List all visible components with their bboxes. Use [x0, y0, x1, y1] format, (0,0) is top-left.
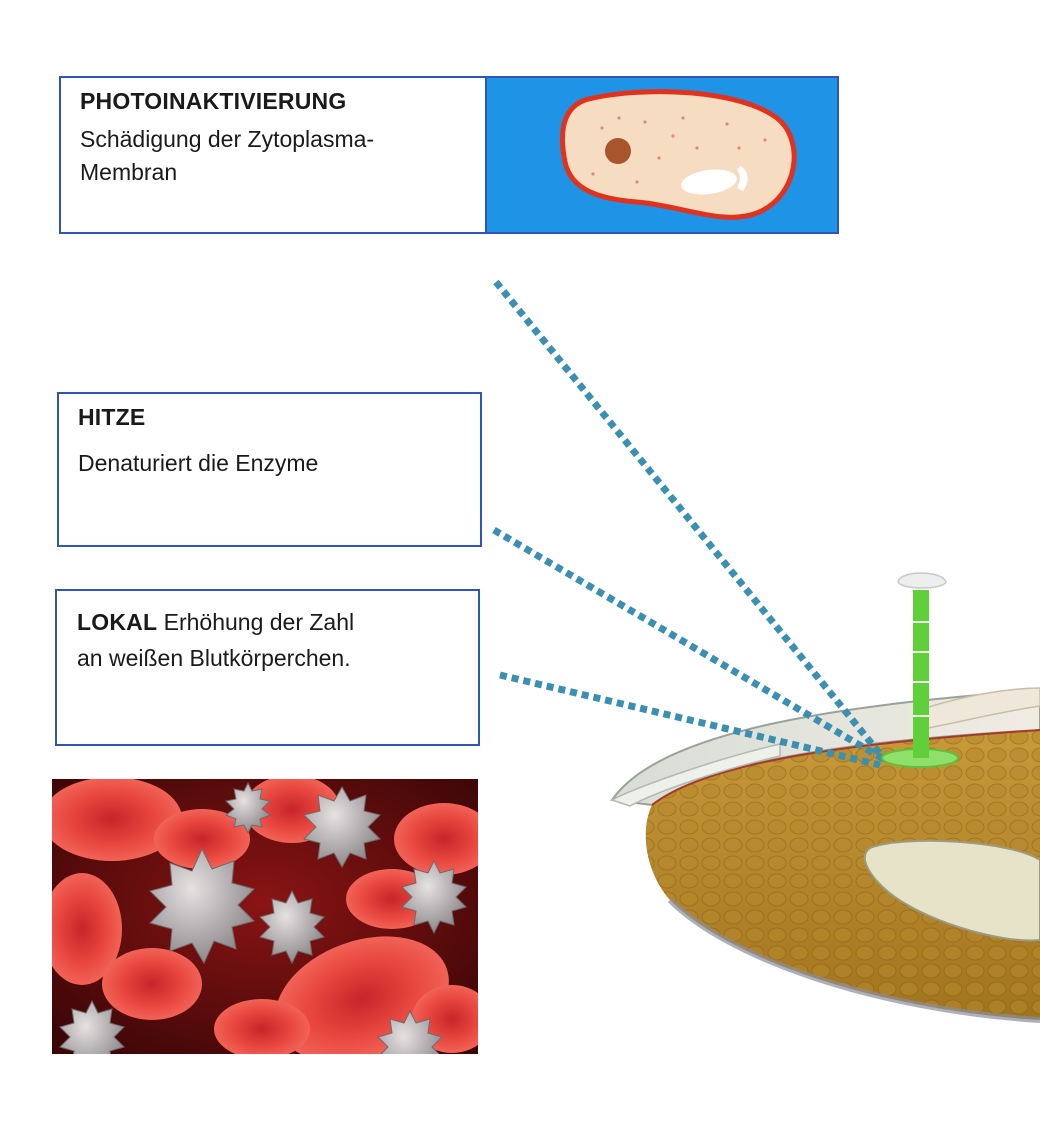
local-box: LOKAL Erhöhung der Zahl an weißen Blutkö… [55, 589, 480, 746]
nucleoid [605, 138, 631, 164]
skin-fold [610, 743, 781, 807]
local-title: LOKAL [77, 609, 158, 635]
heat-box: HITZE Denaturiert die Enzyme [57, 392, 482, 547]
local-description: LOKAL Erhöhung der Zahl an weißen Blutkö… [77, 605, 478, 676]
photoinactivation-line1: Schädigung der Zytoplasma- [80, 126, 375, 152]
connector-heat [492, 526, 887, 764]
body-lower-edge [667, 897, 1040, 1023]
probe-shaft [913, 590, 929, 758]
vacuole-fragment [737, 166, 748, 191]
photoinactivation-description: Schädigung der Zytoplasma- Membran [80, 123, 485, 188]
cytoplasm-dots [591, 116, 767, 184]
connector-lines [492, 279, 888, 769]
local-line2: an weißen Blutkörperchen. [77, 644, 351, 671]
heat-description: Denaturiert die Enzyme [78, 450, 319, 476]
photoinactivation-line2: Membran [80, 158, 178, 185]
photoinactivation-title: PHOTOINAKTIVIERUNG [80, 88, 347, 114]
skin-cross-section [480, 260, 1040, 1122]
photoinactivation-box: PHOTOINAKTIVIERUNG Schädigung der Zytopl… [59, 76, 839, 234]
photoinactivation-text-cell: PHOTOINAKTIVIERUNG Schädigung der Zytopl… [61, 78, 485, 232]
white-blood-cells [59, 781, 467, 1054]
probe-cap [897, 572, 947, 589]
right-fold [918, 687, 1040, 729]
bacterium-cell-svg [560, 89, 797, 220]
skin-cross-section-svg [492, 279, 1040, 1023]
dermis-line [651, 729, 1040, 806]
laser-probe [881, 572, 959, 768]
bone [863, 839, 1040, 942]
connector-photoinactivation [493, 279, 888, 763]
blood-cells-svg [52, 779, 478, 1054]
bacterium-illustration [485, 78, 837, 232]
heat-title: HITZE [78, 404, 146, 430]
local-line1: Erhöhung der Zahl [157, 609, 355, 635]
bacterium-membrane [560, 89, 797, 220]
blood-cells-image [52, 779, 478, 1054]
vacuole [681, 169, 737, 195]
connector-local [499, 671, 881, 769]
